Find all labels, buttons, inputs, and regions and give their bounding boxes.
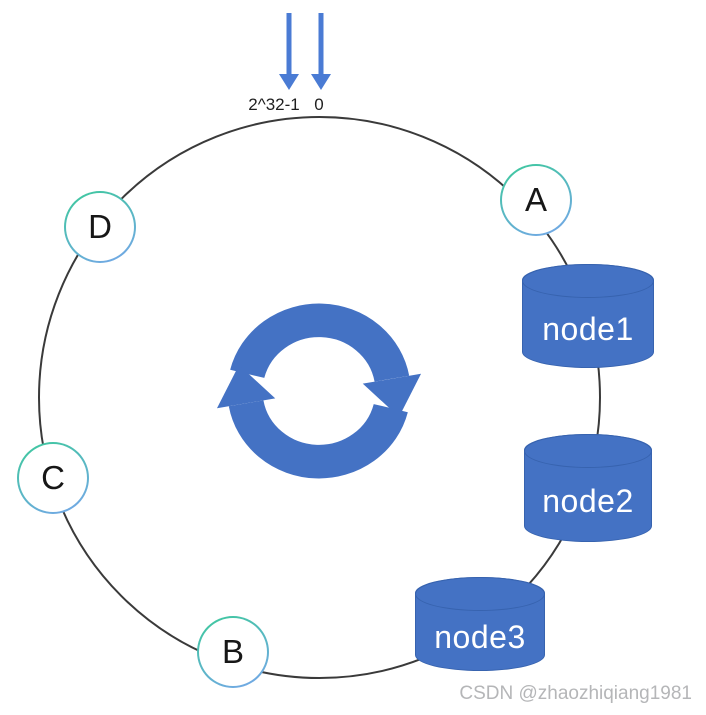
down-arrow-icon bbox=[311, 13, 331, 91]
node-label: node3 bbox=[434, 618, 526, 655]
ring-point-a: A bbox=[500, 164, 572, 236]
arrow-shaft bbox=[286, 13, 292, 75]
database-cylinder-node3: node3 bbox=[414, 576, 545, 671]
ring-point-c: C bbox=[17, 442, 89, 514]
ring-point-d: D bbox=[64, 191, 136, 263]
hash-range-max-label: 2^32-1 bbox=[248, 95, 300, 114]
cycle-arrows-icon bbox=[216, 303, 422, 479]
node-label: node2 bbox=[542, 482, 634, 519]
cylinder-top-ellipse bbox=[523, 433, 652, 468]
hash-range-zero-label: 0 bbox=[314, 95, 324, 114]
ring-point-b: B bbox=[197, 616, 269, 688]
ring-point-label: B bbox=[199, 618, 267, 686]
cylinder-top-ellipse bbox=[521, 263, 654, 298]
watermark: CSDN @zhaozhiqiang1981 bbox=[459, 683, 692, 704]
arrow-shaft bbox=[318, 13, 324, 75]
node-label: node1 bbox=[542, 310, 634, 347]
ring-point-label: A bbox=[502, 166, 570, 234]
hash-ring-circle bbox=[38, 116, 601, 679]
arrow-head bbox=[311, 74, 331, 90]
arrow-head bbox=[279, 74, 299, 90]
database-cylinder-node1: node1 bbox=[521, 263, 654, 368]
down-arrow-icon bbox=[279, 13, 299, 91]
database-cylinder-node2: node2 bbox=[523, 433, 652, 542]
ring-point-label: D bbox=[66, 193, 134, 261]
cylinder-top-ellipse bbox=[414, 576, 545, 611]
ring-point-label: C bbox=[19, 444, 87, 512]
